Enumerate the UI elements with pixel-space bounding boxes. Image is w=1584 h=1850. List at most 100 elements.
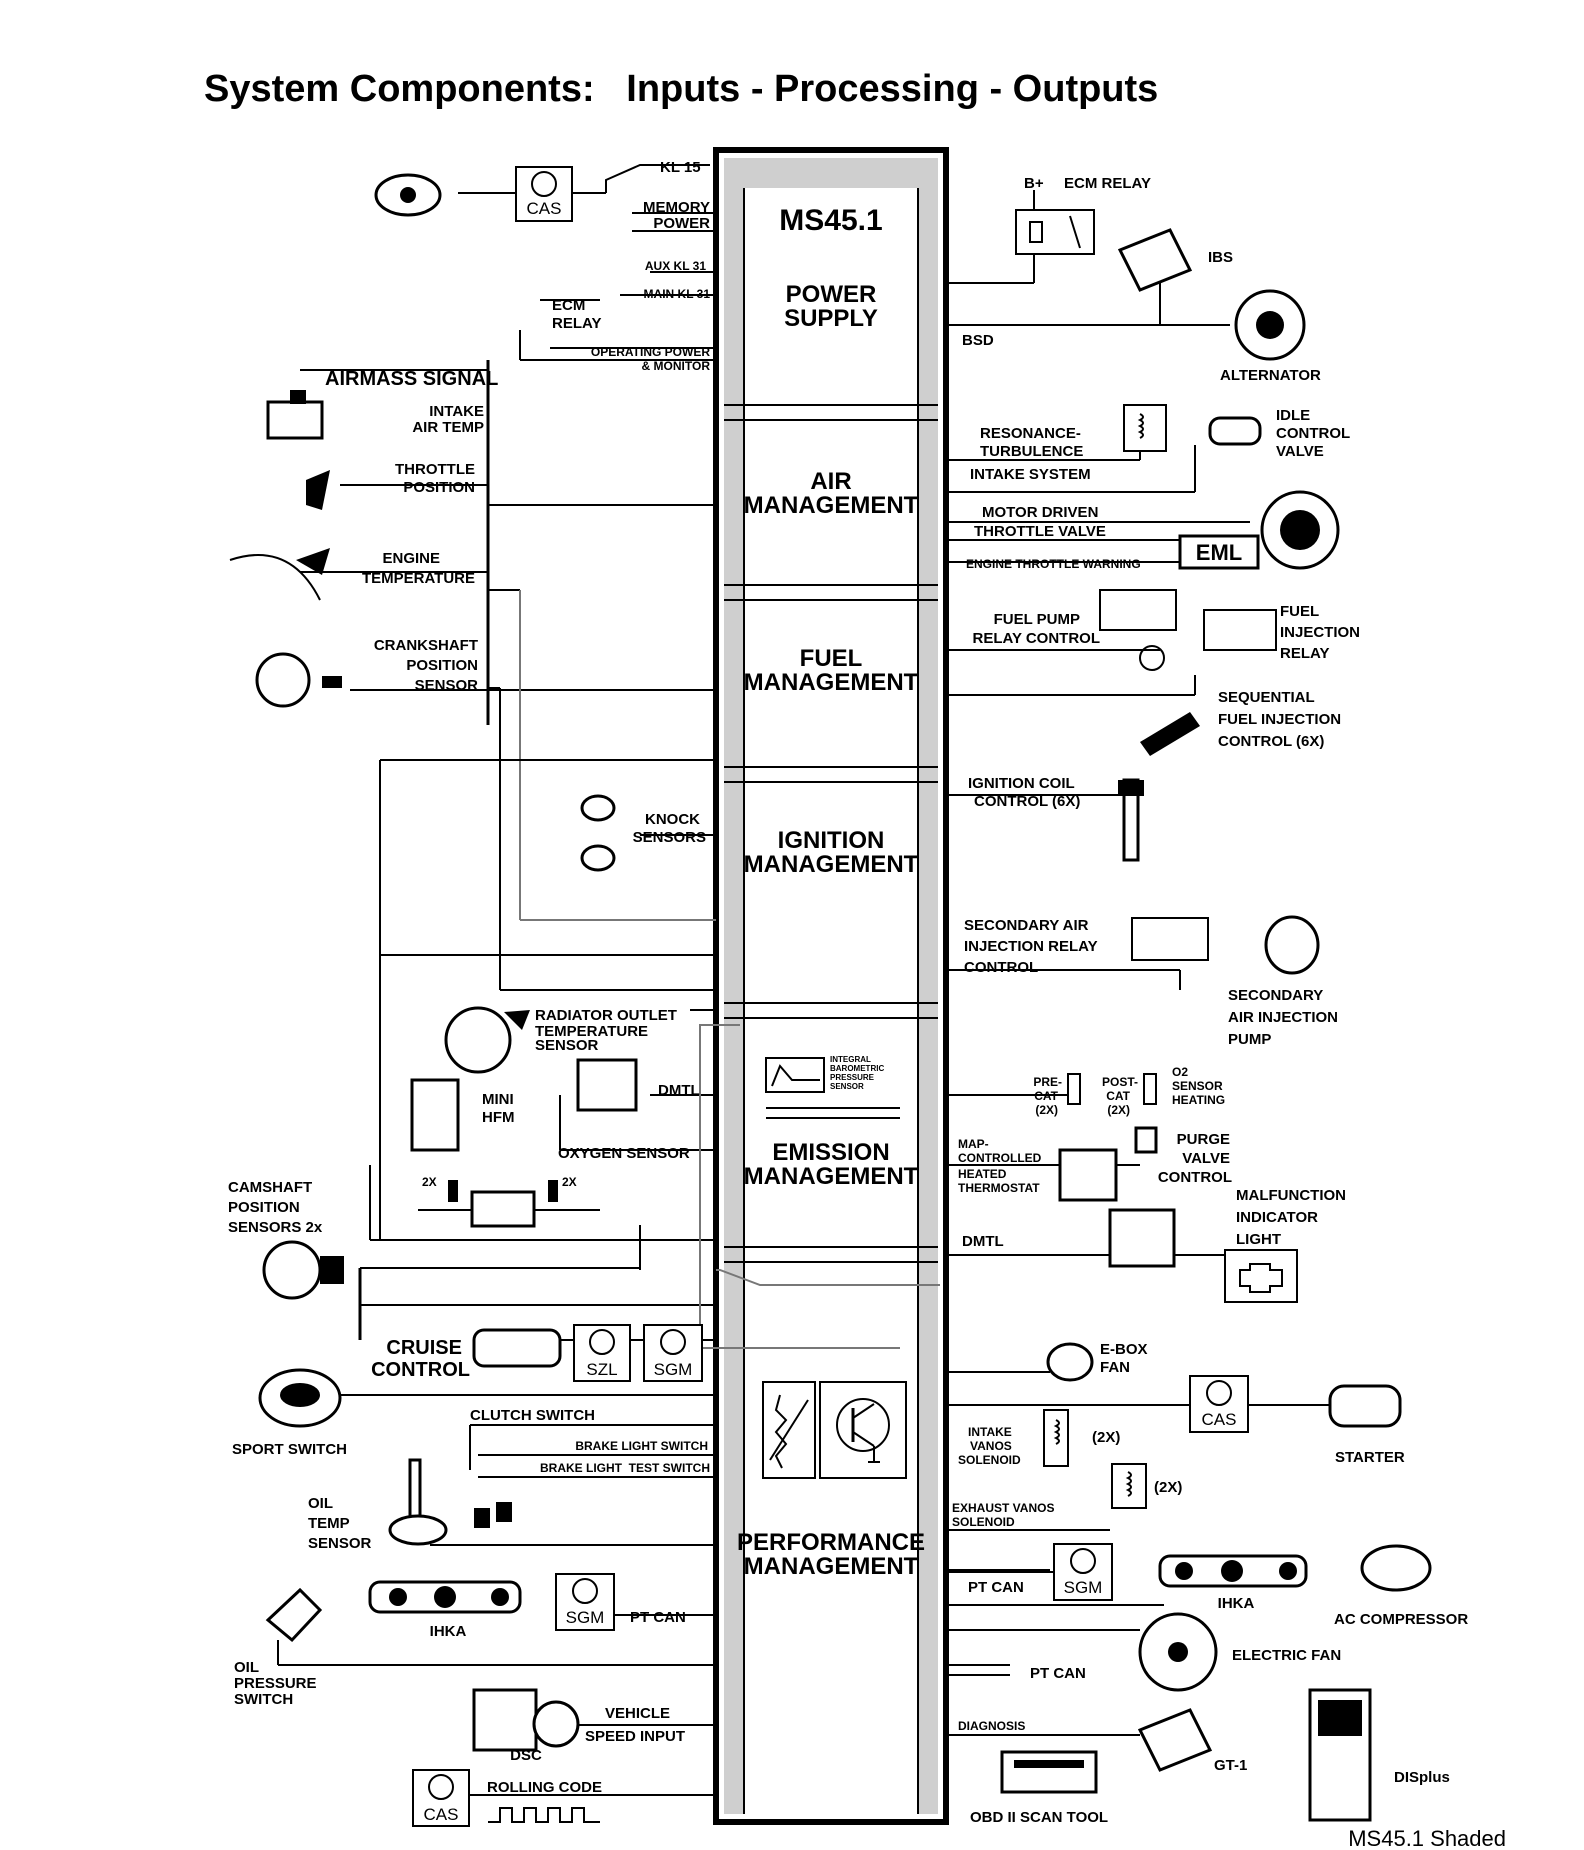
injector-icon (1140, 712, 1200, 756)
throttle-sensor-icon (306, 470, 330, 510)
engine-temp-sensor-icon (229, 548, 330, 601)
svg-text:SGM: SGM (654, 1360, 693, 1379)
ecu-name: MS45.1 (779, 204, 882, 237)
svg-text:EML: EML (1196, 540, 1242, 565)
intake-vanos-2x: (2X) (1092, 1429, 1120, 1446)
ihka-left-label: IHKA (430, 1623, 467, 1640)
sgm-left-module: SGM (555, 1573, 615, 1631)
pt-can-left-label: PT CAN (630, 1609, 686, 1626)
mini-hfm-icon (410, 1078, 460, 1152)
sport-switch-label: SPORT SWITCH (232, 1441, 347, 1458)
sport-switch-icon (258, 1368, 342, 1428)
page-title: System Components: Inputs - Processing -… (204, 68, 1158, 110)
mil-engine-icon (1224, 1249, 1298, 1303)
oxygen-2x-a: 2X (422, 1175, 437, 1189)
fuel-injection-relay-icon (1203, 609, 1277, 651)
dmtl-pump-icon (576, 1058, 638, 1112)
rolling-code-label: ROLLING CODE (487, 1779, 602, 1796)
rolling-code-waveform (488, 1807, 600, 1823)
gt1-tablet-icon (1137, 1708, 1213, 1772)
alternator-icon (1234, 289, 1306, 361)
oil-temp-sensor-icon (388, 1458, 448, 1546)
oxygen-sensor-label: OXYGEN SENSOR (558, 1145, 690, 1162)
svg-text:CAS: CAS (1202, 1410, 1237, 1429)
pre-cat-label: PRE-CAT(2X) (1033, 1075, 1062, 1117)
gt1-label: GT-1 (1214, 1757, 1247, 1774)
obd-scan-tool-icon (1000, 1750, 1098, 1794)
svg-text:CAS: CAS (527, 199, 562, 218)
brake-light-test-label: BRAKE LIGHT TEST SWITCH (540, 1461, 710, 1475)
secondary-air-pump-icon (1264, 915, 1320, 975)
dsc-label: DSC (510, 1747, 542, 1764)
electric-fan-icon (1138, 1612, 1218, 1692)
thermostat-icon (1058, 1148, 1118, 1202)
svg-text:SGM: SGM (1064, 1578, 1103, 1597)
eml-indicator: EML (1178, 534, 1260, 570)
starter-icon (1328, 1384, 1402, 1428)
dmtl-right-icon (1108, 1208, 1176, 1268)
ecm-relay-right-label: ECM RELAY (1064, 175, 1151, 192)
ecu-dividers (724, 404, 938, 1263)
starter-label: STARTER (1335, 1449, 1405, 1466)
pt-can-right-label: PT CAN (968, 1579, 1024, 1596)
obd-tool-label: OBD II SCAN TOOL (970, 1809, 1108, 1826)
kl15-label: KL 15 (660, 159, 701, 176)
post-cat-label: POST-CAT(2X) (1102, 1075, 1138, 1117)
pt-can-bottom-label: PT CAN (1030, 1665, 1086, 1682)
resonance-solenoid-icon (1123, 404, 1167, 452)
maf-sensor-icon (266, 390, 324, 440)
cas-module-top: CAS (515, 166, 573, 222)
brake-light-switch-label: BRAKE LIGHT SWITCH (575, 1439, 708, 1453)
displus-cart-icon (1308, 1688, 1372, 1822)
input-lines (277, 164, 940, 1796)
ecm-relay-icon (1015, 209, 1095, 255)
ignition-coil-icon (1118, 778, 1144, 862)
airmass-signal-label: AIRMASS SIGNAL (325, 368, 498, 390)
purge-valve-icon (1134, 1126, 1158, 1154)
engine-throttle-warning-label: ENGINE THROTTLE WARNING (966, 557, 1141, 571)
exhaust-vanos-2x: (2X) (1154, 1479, 1182, 1496)
idle-valve-icon (1208, 416, 1262, 446)
bsd-label: BSD (962, 332, 994, 349)
brake-switch-icon (474, 1502, 512, 1528)
fuel-pump-relay-icon (1099, 589, 1177, 671)
throttle-body-icon (1260, 490, 1340, 570)
cas-bottom-module: CAS (412, 1769, 470, 1827)
ibs-icon (1117, 228, 1193, 292)
knock-sensor-icon (580, 794, 616, 872)
pre-cat-heater-icon (1067, 1073, 1081, 1105)
ibs-label: IBS (1208, 249, 1233, 266)
b-plus-label: B+ (1024, 175, 1044, 192)
resonance-label: RESONANCE-TURBULENCE (980, 425, 1083, 460)
svg-text:SZL: SZL (586, 1360, 617, 1379)
oxygen-2x-b: 2X (562, 1175, 577, 1189)
cas-starter-module: CAS (1189, 1375, 1249, 1433)
ebox-fan-icon (1046, 1342, 1094, 1382)
key-icon (374, 173, 442, 217)
clutch-switch-label: CLUTCH SWITCH (470, 1407, 595, 1424)
ihka-right-icon (1158, 1554, 1308, 1588)
electric-fan-label: ELECTRIC FAN (1232, 1647, 1341, 1664)
ihka-right-label: IHKA (1218, 1595, 1255, 1612)
svg-text:CAS: CAS (424, 1805, 459, 1824)
